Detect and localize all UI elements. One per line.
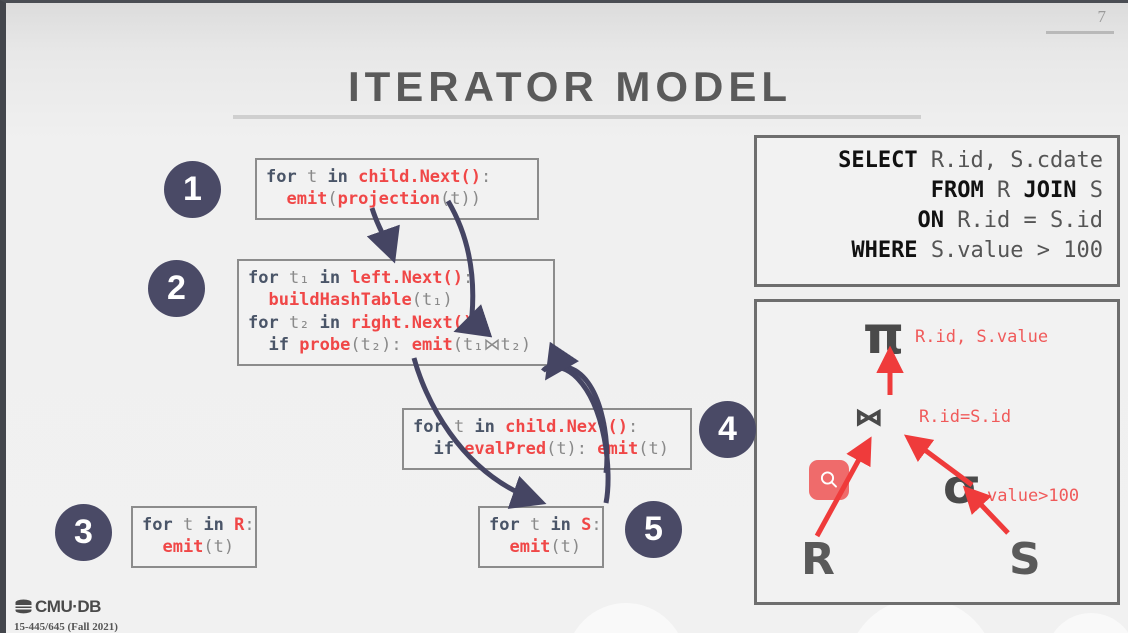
selection-label: value>100: [987, 486, 1080, 506]
step-badge-4: 4: [699, 401, 756, 458]
join-operator: ⑅: [855, 388, 883, 442]
step-badge-3: 3: [55, 504, 112, 561]
cmu-db-logo: CMU·DB: [14, 597, 101, 617]
code-box-hashjoin: for t₁ in left.Next(): buildHashTable(t₁…: [237, 259, 555, 366]
join-label: R.id=S.id: [919, 407, 1012, 427]
step-badge-2: 2: [148, 260, 205, 317]
step-badge-5: 5: [625, 501, 682, 558]
watermark-circle: [566, 603, 686, 633]
code-box-projection: for t in child.Next(): emit(projection(t…: [255, 158, 539, 220]
cmu-db-logo-text: CMU·DB: [35, 597, 101, 616]
code-box-scan-s: for t in S: emit(t): [478, 506, 604, 568]
step-badge-1: 1: [164, 161, 221, 218]
watermark-circle: [1046, 613, 1128, 633]
code-box-filter: for t in child.Next(): if evalPred(t): e…: [402, 408, 692, 470]
page-title: ITERATOR MODEL: [347, 63, 793, 110]
title-divider: [233, 115, 921, 119]
relation-s: S: [1009, 534, 1041, 585]
course-label: 15-445/645 (Fall 2021): [14, 621, 118, 633]
selection-operator: σ: [943, 459, 981, 515]
query-plan-box: π R.id, S.value ⑅ R.id=S.id σ value>100 …: [754, 299, 1120, 605]
code-box-scan-r: for t in R: emit(t): [131, 506, 257, 568]
projection-label: R.id, S.value: [915, 327, 1049, 347]
projection-operator: π: [863, 306, 905, 366]
relation-r: R: [801, 534, 835, 585]
sql-query-box: SELECT R.id, S.cdate FROM R JOIN S ON R.…: [754, 135, 1120, 287]
index-scan-icon: [809, 460, 849, 500]
database-icon: [14, 599, 33, 613]
page-number-rule: [1046, 31, 1114, 34]
page-number: 7: [1097, 7, 1107, 26]
